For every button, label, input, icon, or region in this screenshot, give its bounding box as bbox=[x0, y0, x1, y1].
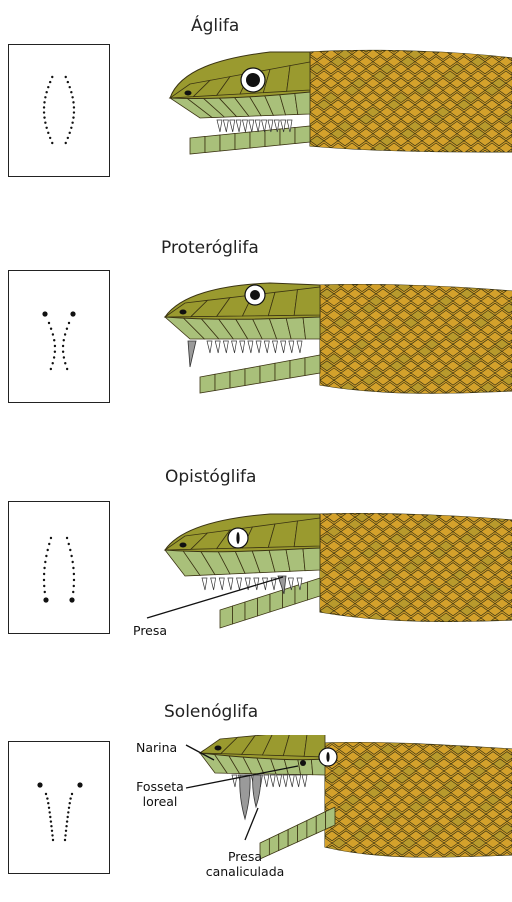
fosseta-label-line2: loreal bbox=[128, 794, 192, 809]
panel-title: Proteróglifa bbox=[161, 238, 259, 258]
panel-proteroglifa: Proteróglifa bbox=[0, 225, 512, 435]
panel-aglifa: Áglifa bbox=[0, 0, 512, 210]
snake-head-illustration bbox=[160, 40, 512, 170]
panel-opistoglifa: Opistóglifa Presa bbox=[0, 455, 512, 670]
fosseta-loreal-label: Fosseta loreal bbox=[128, 779, 192, 809]
dentition-diagram-box bbox=[8, 270, 110, 403]
narina-label: Narina bbox=[136, 740, 177, 755]
presa-label-line2: canaliculada bbox=[200, 864, 290, 879]
snake-head-illustration bbox=[160, 265, 512, 405]
fosseta-label-line1: Fosseta bbox=[128, 779, 192, 794]
presa-canaliculada-label: Presa canaliculada bbox=[200, 849, 290, 879]
panel-title: Áglifa bbox=[191, 16, 239, 36]
snake-head bbox=[160, 265, 512, 405]
panel-solenoglifa: Solenóglifa Narina Fosseta loreal Presa … bbox=[0, 690, 512, 902]
presa-label: Presa bbox=[133, 623, 167, 638]
dentition-dots bbox=[9, 45, 109, 176]
dentition-diagram-box bbox=[8, 44, 110, 177]
snake-head bbox=[160, 40, 512, 170]
presa-pointer-line bbox=[0, 455, 512, 670]
dentition-dots bbox=[9, 271, 109, 402]
presa-label-line1: Presa bbox=[200, 849, 290, 864]
